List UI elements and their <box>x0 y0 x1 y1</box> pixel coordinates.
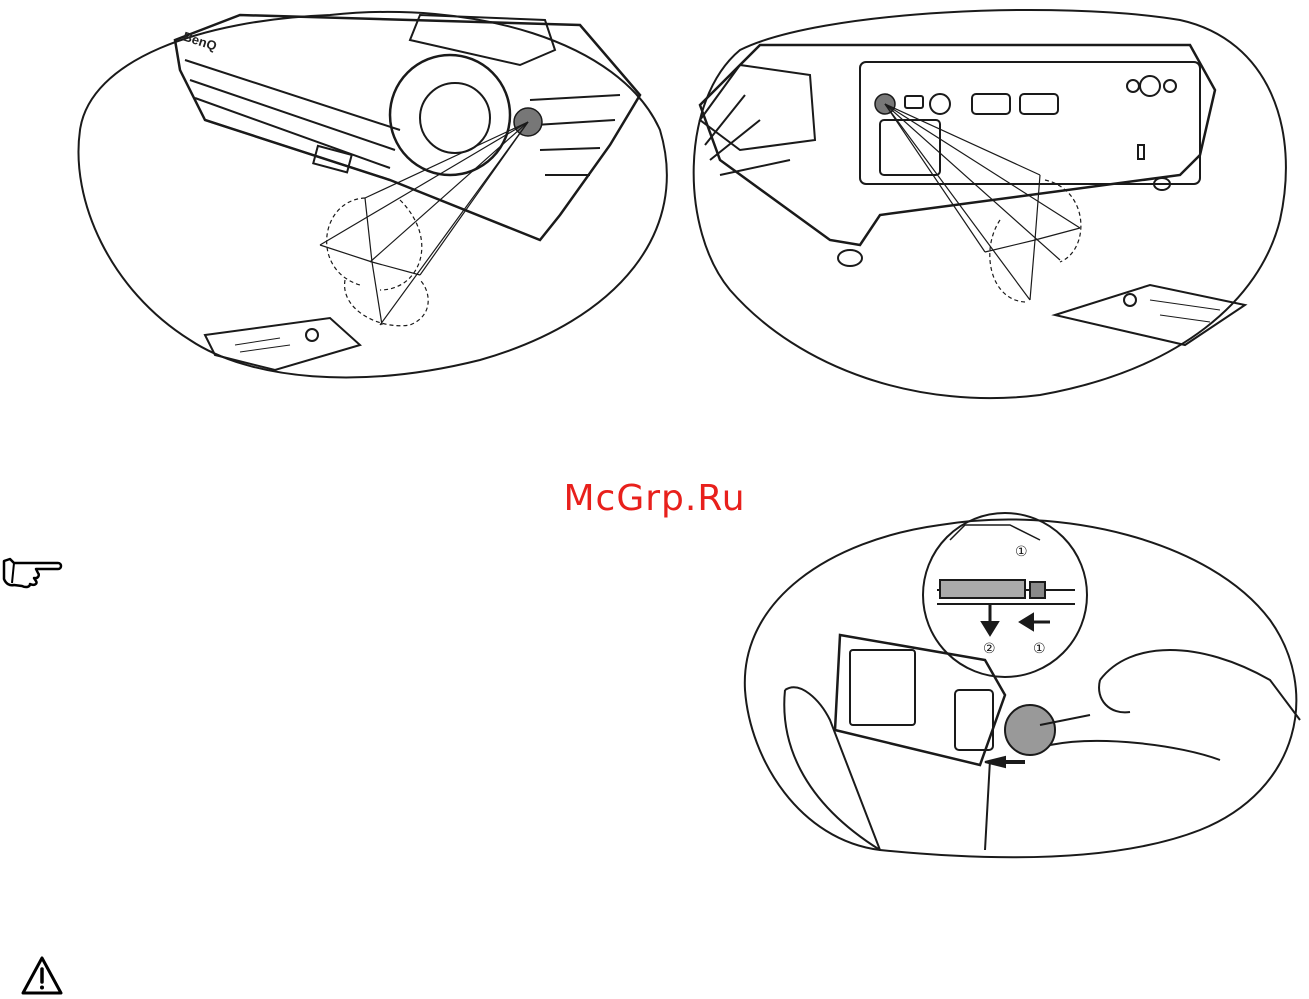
watermark: McGrp.Ru <box>0 478 1309 519</box>
warning-icon <box>20 955 64 997</box>
step-1b-label: ① <box>1033 641 1046 657</box>
left-hand <box>784 687 990 850</box>
right-hand <box>1040 650 1300 760</box>
pointing-hand-icon <box>0 553 64 589</box>
coin-battery <box>1005 705 1055 755</box>
remote-back <box>835 635 1005 765</box>
step-1-label: ① <box>1015 544 1028 560</box>
step-2-label: ② <box>983 641 996 657</box>
